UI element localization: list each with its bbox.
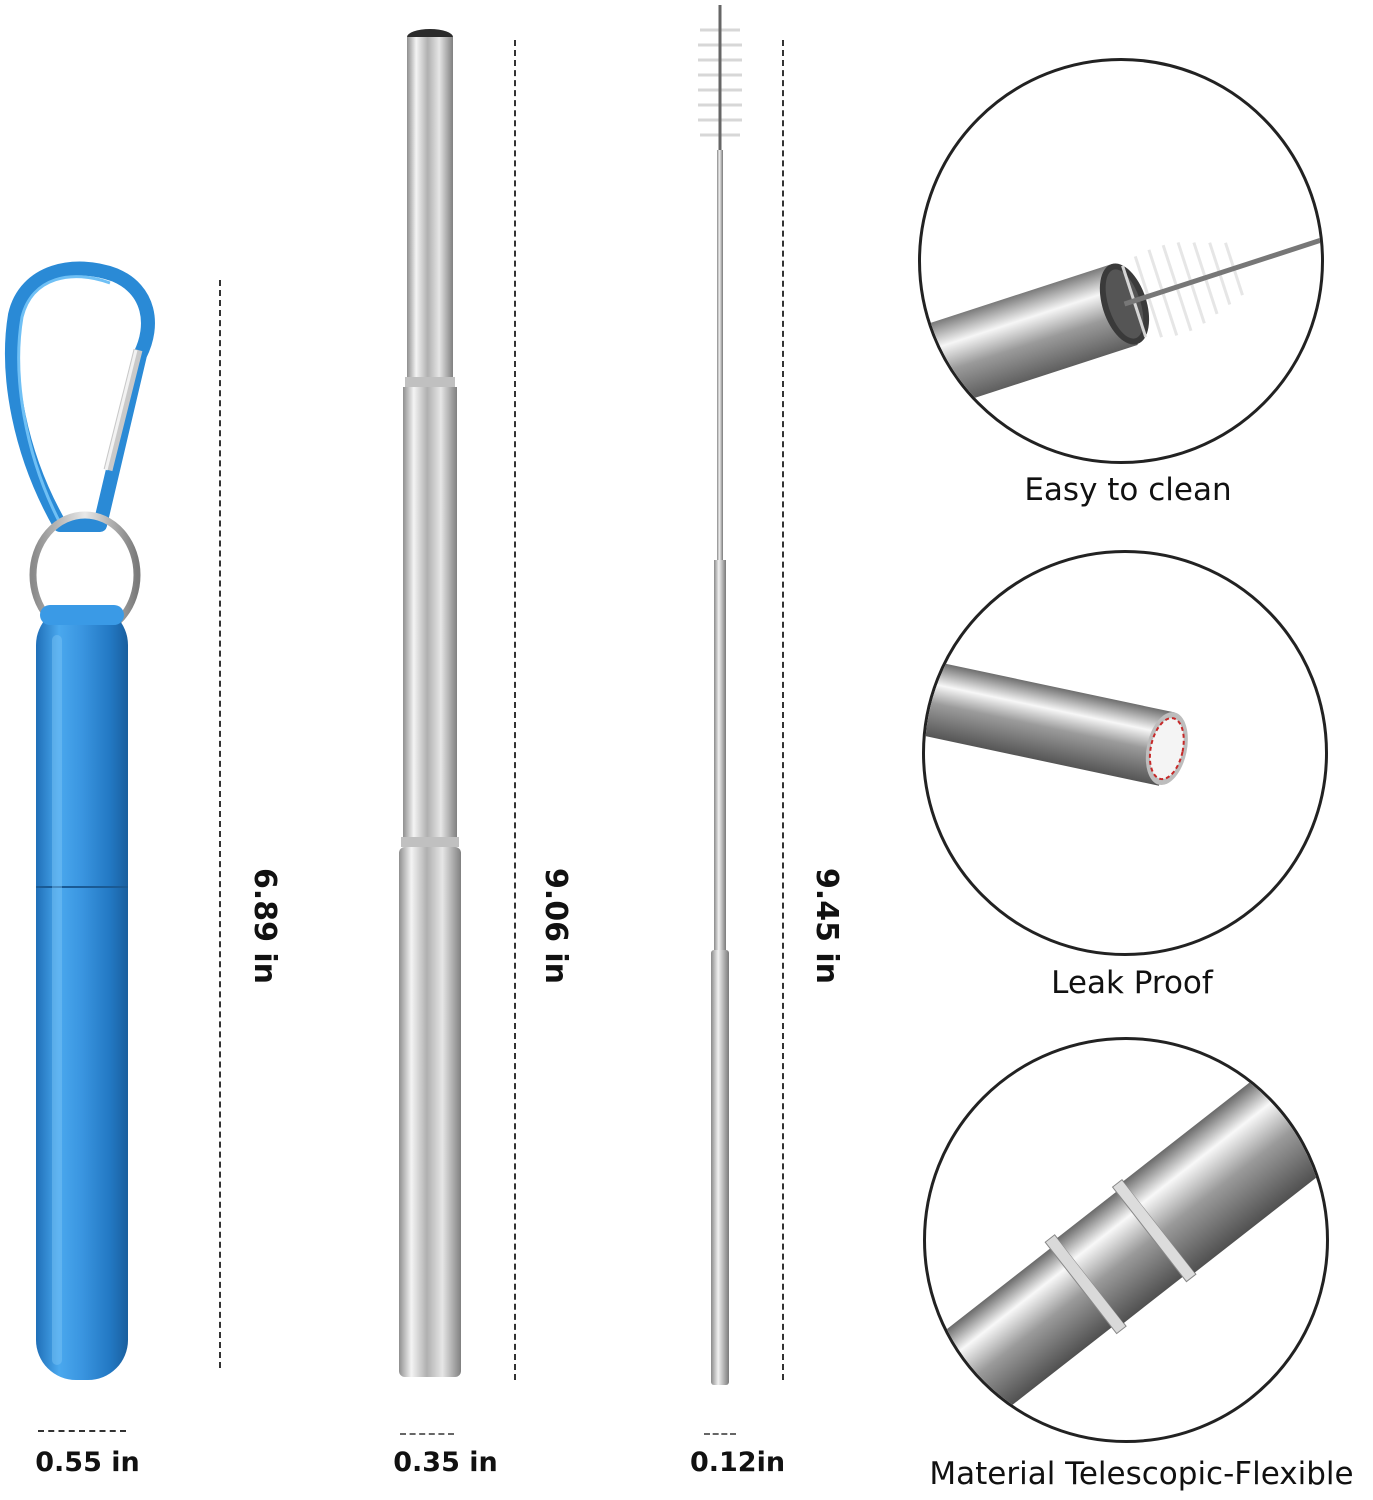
carrying-case-illustration (5, 261, 155, 1380)
telescopic-joint-closeup-icon (926, 1040, 1326, 1440)
feature-circle-leak-proof (922, 550, 1328, 956)
feature-caption-easy-clean: Easy to clean (1024, 472, 1232, 508)
feature-caption-leak-proof: Leak Proof (1051, 965, 1213, 1001)
width-guide-case (38, 1430, 126, 1432)
width-label-case: 0.55 in (35, 1447, 140, 1478)
height-label-brush: 9.45 in (809, 867, 844, 985)
straw-opening-closeup-icon (925, 658, 1188, 786)
feature-caption-telescopic: Material Telescopic-Flexible (929, 1456, 1354, 1492)
width-label-straw: 0.35 in (393, 1447, 498, 1478)
telescopic-straw-illustration (399, 29, 461, 1377)
width-guide-straw (400, 1433, 454, 1435)
cleaning-brush-illustration (698, 5, 742, 1385)
width-label-brush: 0.12in (689, 1447, 786, 1478)
height-label-straw: 9.06 in (538, 867, 573, 985)
height-guide-case (219, 280, 221, 1368)
brush-cleaning-closeup-icon (921, 230, 1321, 417)
feature-circle-telescopic (923, 1037, 1329, 1443)
height-guide-brush (782, 40, 784, 1380)
feature-circle-easy-clean (918, 58, 1324, 464)
height-label-case: 6.89 in (247, 867, 282, 985)
height-guide-straw (514, 40, 516, 1380)
width-guide-brush (704, 1433, 736, 1435)
